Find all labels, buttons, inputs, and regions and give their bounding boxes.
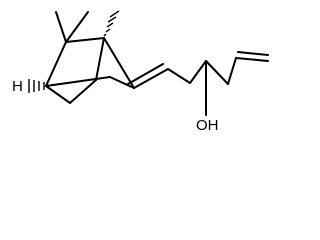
bond-c7-c4: [45, 41, 67, 87]
bond-vinyl-double-b: [237, 51, 269, 56]
bond-vinyl-single: [227, 57, 237, 85]
bond-chain-3: [205, 60, 229, 85]
bond-chain-1: [167, 68, 191, 84]
bond-c7-c1: [65, 37, 105, 43]
bond-c4-c3: [45, 76, 111, 87]
bond-c1-c6: [95, 37, 105, 81]
bond-c2-exo-double-b: [127, 63, 164, 85]
hydroxyl-label: OH: [196, 117, 219, 134]
bond-c3-c2: [109, 76, 135, 89]
bond-vinyl-double-a: [235, 57, 269, 62]
hashed-bond-c4-h: [28, 79, 45, 93]
bond-c7-methyl-left: [55, 11, 67, 43]
bond-c2-exo-double-a: [133, 68, 169, 89]
bridgehead-h-label: H: [12, 78, 23, 95]
bond-c7-methyl-right: [65, 11, 89, 43]
bond-c4-c5: [45, 85, 71, 104]
bond-c1-c2: [103, 37, 135, 89]
bond-chain-2: [189, 60, 207, 84]
bond-c5-c6: [69, 79, 97, 104]
hashed-bond-c1-methyl: [103, 10, 120, 37]
structure-canvas: H OH: [12, 10, 269, 134]
molecule-diagram: H OH: [12, 10, 269, 134]
